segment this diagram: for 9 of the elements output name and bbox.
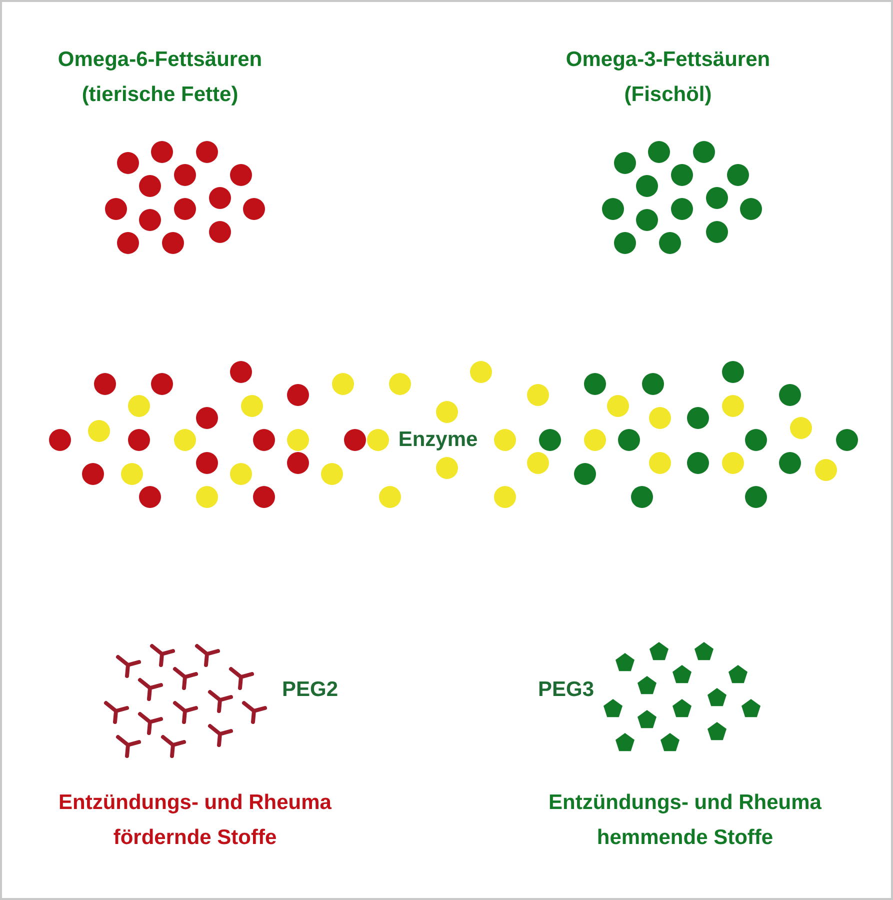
group-heading: Omega-6-Fettsäuren	[56, 47, 264, 73]
enzyme-label: Enzyme	[397, 427, 479, 453]
effect-caption: Entzündungs- und Rheuma hemmende Stoffe	[548, 790, 822, 851]
molecule-label: PEG3	[536, 677, 596, 703]
effect-caption: Entzündungs- und Rheuma fördernde Stoffe	[58, 790, 332, 851]
group-heading: (Fischöl)	[623, 82, 713, 108]
group-heading: (tierische Fette)	[80, 82, 240, 108]
molecule-label: PEG2	[280, 677, 340, 703]
group-heading: Omega-3-Fettsäuren	[564, 47, 772, 73]
